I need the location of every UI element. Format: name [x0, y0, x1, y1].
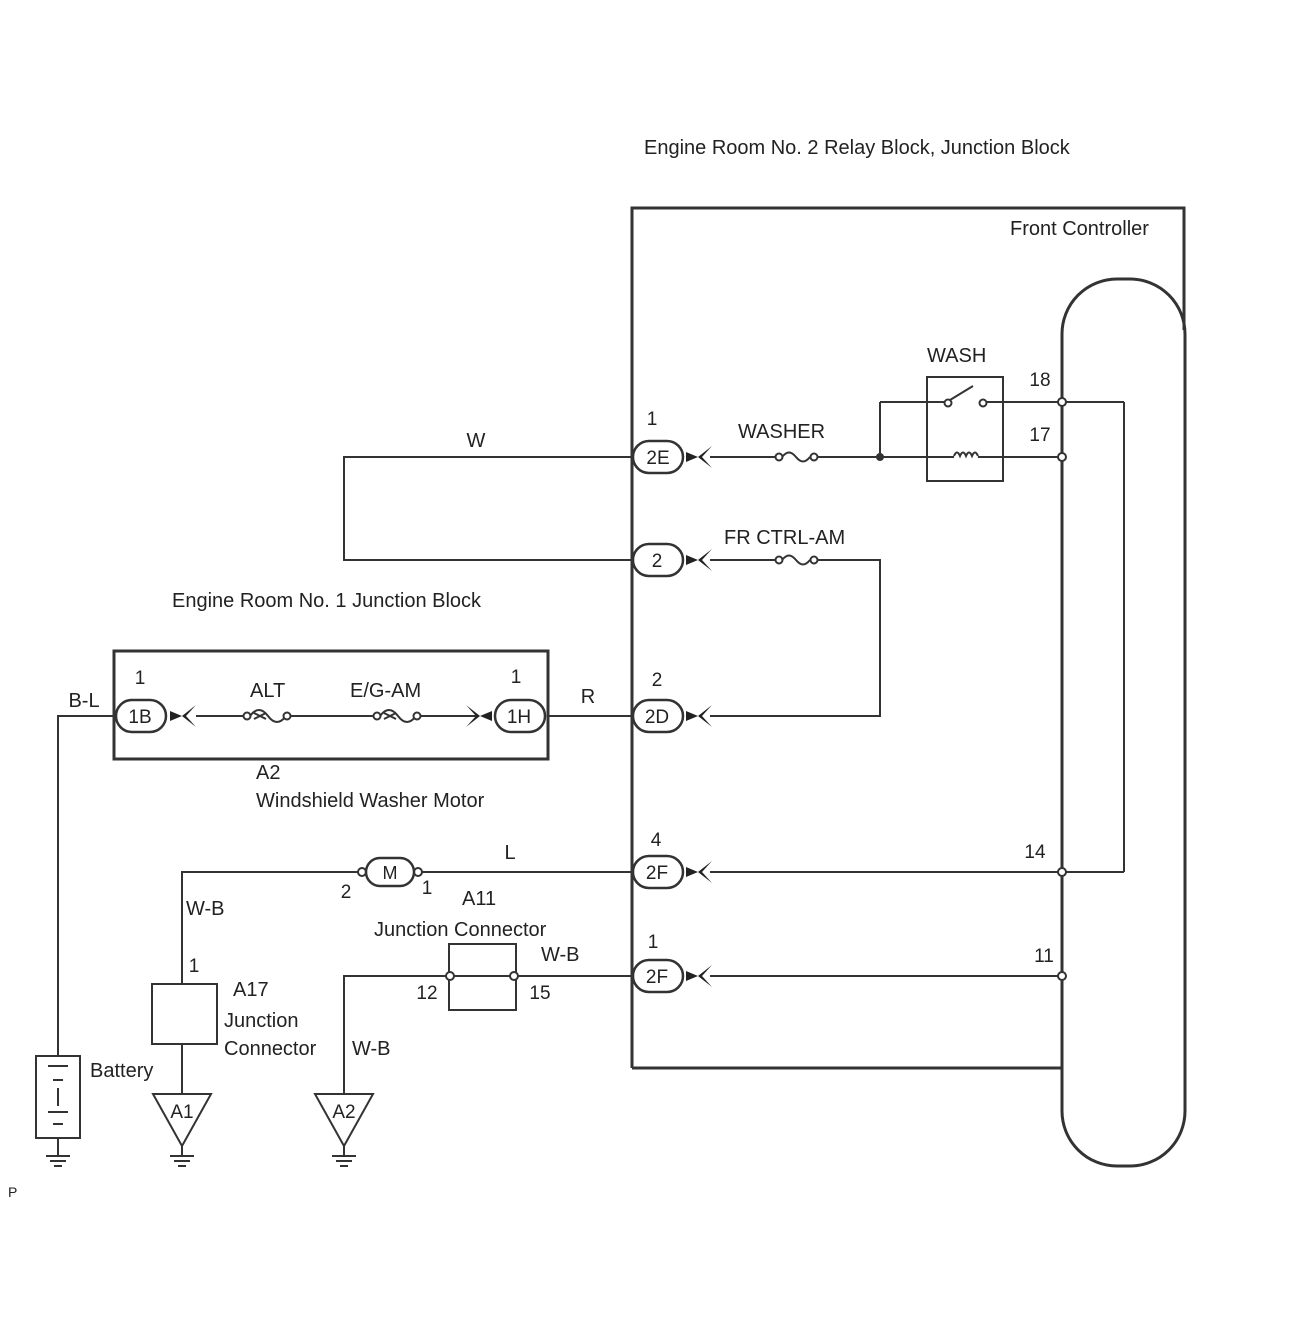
fuse-washer — [774, 451, 819, 463]
connector-2d-pin: 2 — [652, 670, 663, 691]
connector-1b-pin: 1 — [135, 668, 146, 689]
connector-1h-label: 1H — [507, 707, 531, 728]
pin-18: 18 — [1029, 370, 1050, 391]
connector-2f-pin1 — [631, 958, 712, 994]
connector-2e-label: 2E — [646, 448, 669, 469]
a11-pin-left: 12 — [416, 983, 437, 1004]
wire-l-label: L — [504, 842, 515, 864]
connector-2f-pin1-pin: 1 — [648, 932, 659, 953]
connector-2e-pin: 1 — [647, 409, 658, 430]
motor-pin-left: 2 — [341, 882, 352, 903]
junction-block-1-box — [112, 649, 550, 761]
fuse-eg-am-label: E/G-AM — [350, 680, 421, 702]
wire-wb-a17-label: W-B — [186, 898, 225, 920]
connector-1b-label: 1B — [128, 707, 151, 728]
a17-name-line2: Connector — [224, 1038, 317, 1060]
fuse-fr-ctrl-am — [774, 554, 819, 566]
wash-relay-coil — [953, 451, 979, 459]
a11-junction-connector — [445, 943, 519, 1011]
wire-wb-a2-label: W-B — [352, 1038, 391, 1060]
a17-code: A17 — [233, 979, 269, 1001]
connector-2f-pin4-label: 2F — [646, 863, 668, 884]
footer-letter: P — [8, 1184, 17, 1200]
ground-a2 — [313, 1093, 375, 1167]
connector-1b — [114, 698, 196, 734]
wire-w-label: W — [467, 430, 486, 452]
connector-2 — [631, 542, 712, 578]
wash-relay-label: WASH — [927, 345, 986, 367]
front-controller-box — [630, 206, 1186, 1068]
connector-2f-pin4-pin: 4 — [651, 830, 662, 851]
a17-name-line1: Junction — [224, 1010, 299, 1032]
a17-junction-connector — [151, 983, 218, 1045]
ground-a2-label: A2 — [332, 1102, 355, 1123]
fuse-alt-label: ALT — [250, 680, 285, 702]
ground-a1-label: A1 — [170, 1102, 193, 1123]
connector-1h — [466, 698, 547, 734]
a11-code: A11 — [462, 888, 496, 910]
splice-points — [876, 397, 1067, 981]
battery-label: Battery — [90, 1060, 153, 1082]
pin-17: 17 — [1029, 425, 1050, 446]
pin-14: 14 — [1024, 842, 1046, 863]
wire-bl-label: B-L — [68, 690, 99, 712]
relay-block-title: Engine Room No. 2 Relay Block, Junction … — [644, 137, 1071, 159]
wires — [57, 402, 1125, 1094]
a11-pin-right: 15 — [529, 983, 550, 1004]
a11-name: Junction Connector — [374, 919, 547, 941]
fuse-washer-label: WASHER — [738, 421, 825, 443]
ground-a1 — [151, 1093, 213, 1167]
pin-11: 11 — [1034, 946, 1054, 967]
connector-2e — [631, 439, 712, 475]
battery-symbol — [35, 1055, 81, 1167]
fuse-fr-ctrl-am-label: FR CTRL-AM — [724, 527, 845, 549]
motor-m-label: M — [383, 863, 398, 883]
motor-pin-right: 1 — [422, 878, 433, 899]
fuse-alt — [242, 709, 292, 723]
connector-2-label: 2 — [652, 551, 663, 572]
connector-2d-label: 2D — [645, 707, 669, 728]
front-controller-label: Front Controller — [1010, 218, 1149, 240]
wash-relay-switch — [880, 385, 1124, 411]
connector-2f-pin4 — [631, 854, 712, 890]
washer-motor-symbol — [357, 856, 423, 888]
front-controller-module — [1060, 277, 1187, 1168]
fuse-eg-am — [372, 709, 422, 723]
wire-r-label: R — [581, 686, 595, 708]
a2-code: A2 — [256, 762, 280, 784]
a2-name: Windshield Washer Motor — [256, 790, 485, 812]
wash-relay-box — [926, 376, 1004, 482]
junction-block-1-title: Engine Room No. 1 Junction Block — [172, 590, 482, 612]
wire-wb-a11-label: W-B — [541, 944, 580, 966]
a17-pin: 1 — [189, 956, 200, 977]
connector-2f-pin1-label: 2F — [646, 967, 668, 988]
connector-1h-pin: 1 — [511, 667, 522, 688]
connector-2d — [631, 698, 712, 734]
